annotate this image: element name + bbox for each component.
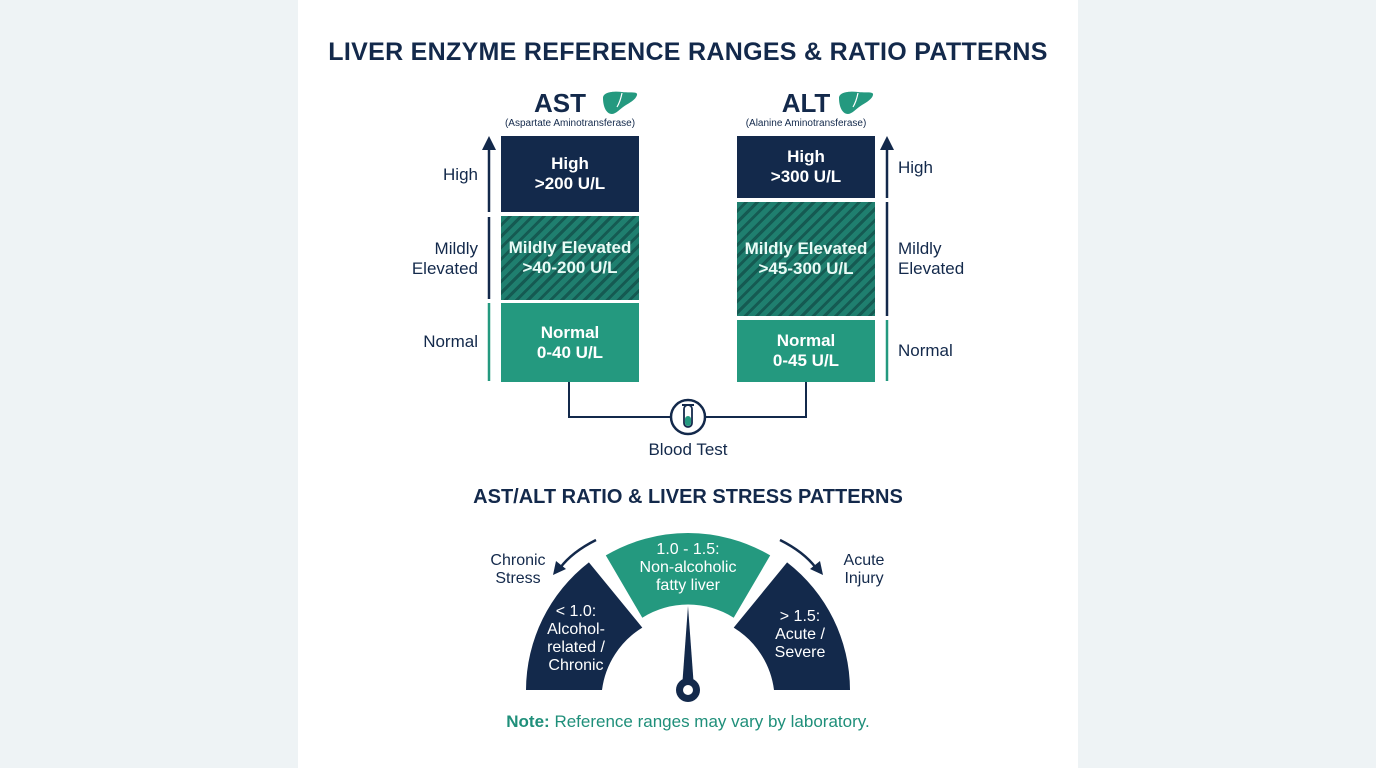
ast-axis-label-mild: Mildly Elevated: [380, 239, 478, 279]
acute-injury-label: Acute Injury: [824, 552, 904, 588]
segment-line: fatty liver: [655, 577, 720, 594]
band-range: >40-200 U/L: [522, 258, 618, 277]
alt-axis-arrow: [880, 136, 894, 198]
segment-line: Alcohol-: [547, 621, 605, 638]
chronic-arrow: [553, 538, 597, 575]
ast-normal-band: Normal 0-40 U/L: [501, 303, 639, 382]
ast-full-name: (Aspartate Aminotransferase): [504, 118, 636, 129]
band-label: Mildly Elevated: [508, 238, 632, 257]
ast-axis-label-normal: Normal: [423, 332, 478, 351]
band-range: >300 U/L: [770, 167, 842, 186]
segment-line: Non-alcoholic: [639, 559, 737, 576]
acute-arrow: [779, 538, 823, 575]
label-line: Mildly: [434, 239, 478, 258]
segment-acute-text: > 1.5: Acute / Severe: [760, 608, 840, 662]
band-label: Normal: [776, 331, 836, 350]
test-tube-icon: [669, 398, 707, 436]
segment-range: > 1.5:: [779, 608, 821, 625]
ast-mild-band: Mildly Elevated >40-200 U/L: [501, 216, 639, 300]
ast-axis-label-high: High: [443, 165, 478, 184]
label-line: Acute: [843, 552, 885, 569]
segment-nafld-text: 1.0 - 1.5: Non-alcoholic fatty liver: [628, 541, 748, 595]
liver-icon: [839, 91, 874, 114]
label-line: Elevated: [898, 259, 965, 278]
note-text: Reference ranges may vary by laboratory.: [549, 712, 870, 731]
ast-title: AST: [534, 88, 586, 118]
alt-axis-label-high: High: [898, 158, 933, 177]
liver-icon: [603, 91, 638, 114]
label-line: Stress: [495, 570, 541, 587]
label-line: Elevated: [411, 259, 478, 278]
alt-full-name: (Alanine Aminotransferase): [745, 118, 867, 129]
segment-range: 1.0 - 1.5:: [656, 541, 720, 558]
alt-normal-band: Normal 0-45 U/L: [737, 320, 875, 382]
blood-test-connector: [706, 382, 807, 418]
segment-chronic-text: < 1.0: Alcohol- related / Chronic: [534, 603, 618, 675]
band-label: High: [787, 147, 825, 166]
band-range: 0-45 U/L: [772, 351, 840, 370]
ratio-title: AST/ALT RATIO & LIVER STRESS PATTERNS: [473, 486, 903, 508]
page-title: LIVER ENZYME REFERENCE RANGES & RATIO PA…: [328, 38, 1048, 66]
label-line: Chronic: [490, 552, 546, 569]
chronic-stress-label: Chronic Stress: [478, 552, 558, 588]
alt-mild-band: Mildly Elevated >45-300 U/L: [737, 202, 875, 316]
label-line: Mildly: [898, 239, 942, 258]
blood-test-label: Blood Test: [648, 440, 728, 459]
segment-range: < 1.0:: [555, 603, 597, 620]
alt-axis-label-mild: Mildly Elevated: [898, 239, 998, 279]
band-range: >200 U/L: [534, 174, 606, 193]
segment-line: Chronic: [548, 657, 604, 674]
band-label: High: [551, 154, 589, 173]
segment-line: Severe: [774, 644, 826, 661]
band-range: >45-300 U/L: [758, 259, 854, 278]
band-range: 0-40 U/L: [536, 342, 604, 362]
note-prefix: Note:: [506, 712, 550, 731]
label-line: Injury: [844, 570, 884, 587]
blood-test-connector: [568, 382, 670, 418]
alt-title: ALT: [781, 88, 831, 118]
band-label: Normal: [540, 322, 600, 342]
alt-high-band: High >300 U/L: [737, 136, 875, 198]
segment-line: Acute /: [775, 626, 825, 643]
ast-axis-arrow: [482, 136, 496, 212]
band-label: Mildly Elevated: [744, 239, 868, 258]
ast-high-band: High >200 U/L: [501, 136, 639, 212]
gauge-segment-nafld: [605, 532, 771, 618]
gauge-segment-chronic: [526, 562, 643, 690]
gauge-segment-acute: [733, 562, 850, 690]
gauge-needle: [676, 606, 700, 702]
segment-line: related /: [547, 639, 605, 656]
footnote: Note: Reference ranges may vary by labor…: [298, 712, 1078, 732]
alt-axis-label-normal: Normal: [898, 341, 953, 360]
